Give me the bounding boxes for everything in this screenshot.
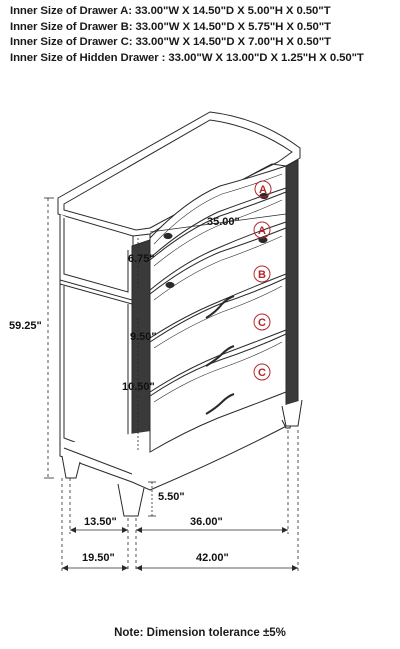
drawer-label-b-text: B xyxy=(258,269,266,281)
drawer-label-c2: C xyxy=(253,363,271,381)
drawer-label-a1-text: A xyxy=(259,184,267,196)
drawer-label-b: B xyxy=(253,265,271,283)
overall-depth-label: 19.50" xyxy=(82,552,115,564)
spec-drawer-c: Inner Size of Drawer C: 33.00"W X 14.50"… xyxy=(10,36,331,49)
drawer-c2-front xyxy=(149,333,287,453)
drawer-b-front xyxy=(149,227,287,339)
bail-pull-icon xyxy=(205,393,235,415)
knob-icon xyxy=(258,236,268,244)
middle-drawer-height-label: 9.50" xyxy=(130,331,157,343)
drawer-label-a2-text: A xyxy=(258,225,266,237)
inner-width-label: 36.00" xyxy=(190,516,223,528)
spec-hidden-drawer: Inner Size of Hidden Drawer : 33.00"W X … xyxy=(10,51,364,64)
knob-icon xyxy=(165,281,175,289)
overall-width-label: 42.00" xyxy=(196,552,229,564)
drawer-label-a1: A xyxy=(254,180,272,198)
spec-list: Inner Size of Drawer A: 33.00"W X 14.50"… xyxy=(10,4,398,66)
drawer-width-line xyxy=(149,213,287,233)
drawer-width-label: 35.00" xyxy=(207,216,240,228)
bail-pull-icon xyxy=(205,295,235,319)
drawer-label-c1: C xyxy=(253,313,271,331)
dimension-lines xyxy=(44,197,299,572)
drawer-a1-front xyxy=(149,165,287,260)
drawer-label-c1-text: C xyxy=(258,317,266,329)
drawer-a2-front xyxy=(149,191,287,292)
knob-icon xyxy=(163,232,173,240)
spec-drawer-b: Inner Size of Drawer B: 33.00"W X 14.50"… xyxy=(10,20,331,33)
drawer-fronts xyxy=(149,165,287,453)
dimension-labels: 59.25" 35.00" 6.75" 9.50" 10.50" 5.50" 1… xyxy=(9,216,240,564)
leg-height-label: 5.50" xyxy=(158,491,185,503)
drawer-label-c2-text: C xyxy=(258,367,266,379)
tolerance-note: Note: Dimension tolerance ±5% xyxy=(114,627,286,639)
drawer-label-a2: A xyxy=(253,221,271,239)
chest-body xyxy=(57,111,303,517)
top-drawer-height-label: 6.75" xyxy=(128,253,155,265)
drawer-c1-front xyxy=(149,277,287,393)
spec-drawer-a: Inner Size of Drawer A: 33.00"W X 14.50"… xyxy=(10,5,331,17)
drawer-letter-labels: A A B C C xyxy=(253,180,272,381)
inner-depth-label: 13.50" xyxy=(84,516,117,528)
dimension-arrowheads xyxy=(62,527,298,571)
bail-pull-icon xyxy=(205,345,235,367)
bottom-drawer-height-label: 10.50" xyxy=(122,381,155,393)
overall-height-label: 59.25" xyxy=(9,320,42,332)
